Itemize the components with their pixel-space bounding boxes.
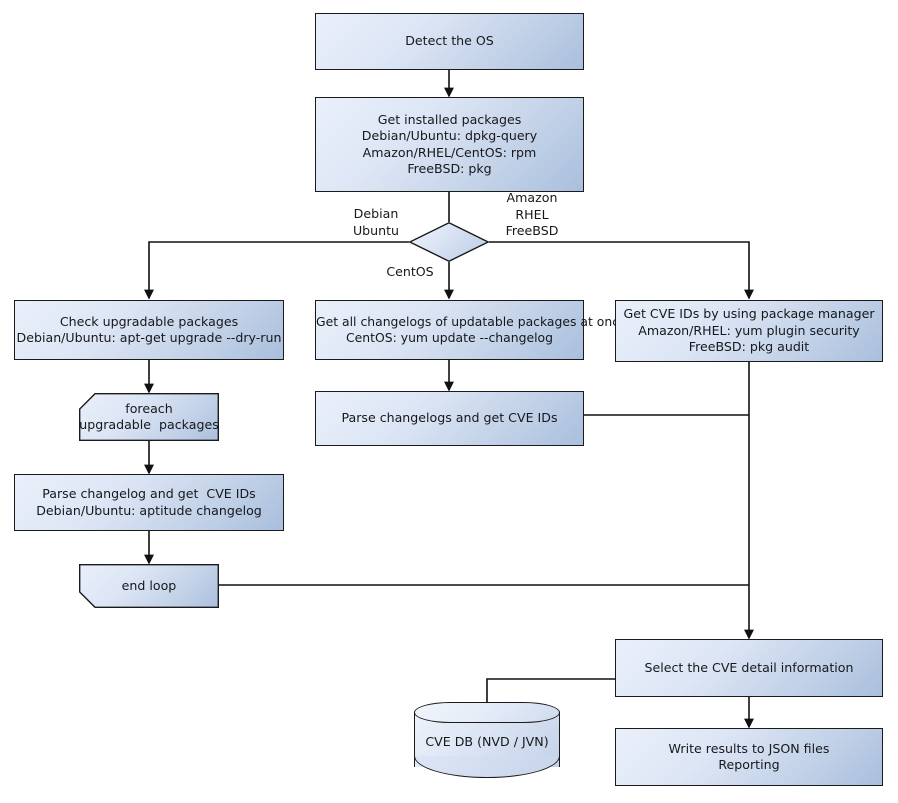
node-parse-changelogs-multi-label: Parse changelogs and get CVE IDs — [341, 410, 558, 426]
node-foreach-loop-start[interactable]: foreach upgradable packages — [79, 393, 219, 441]
edge-decision-to-pkgmgr — [489, 241, 754, 300]
loop-start-outline — [79, 393, 219, 441]
node-get-all-changelogs-label: Get all changelogs of updatable packages… — [316, 313, 627, 346]
decision-outline — [409, 222, 489, 262]
node-cve-database[interactable]: CVE DB (NVD / JVN) — [414, 702, 560, 778]
node-select-cve-detail[interactable]: Select the CVE detail information — [615, 639, 883, 697]
node-write-results-label: Write results to JSON files Reporting — [668, 740, 830, 773]
node-check-upgradable-packages-label: Check upgradable packages Debian/Ubuntu:… — [16, 313, 282, 346]
edge-decision-to-check-upgradable — [144, 241, 409, 300]
node-os-decision[interactable] — [409, 222, 489, 262]
loop-end-outline — [79, 564, 219, 608]
node-select-cve-detail-label: Select the CVE detail information — [644, 659, 854, 675]
node-check-upgradable-packages[interactable]: Check upgradable packages Debian/Ubuntu:… — [14, 300, 284, 360]
node-get-installed-packages[interactable]: Get installed packages Debian/Ubuntu: dp… — [315, 97, 584, 192]
edge-label-amazon-rhel-freebsd: Amazon RHEL FreeBSD — [505, 190, 559, 238]
cylinder-top — [414, 702, 560, 723]
node-parse-changelog-single[interactable]: Parse changelog and get CVE IDs Debian/U… — [14, 474, 284, 531]
node-get-all-changelogs[interactable]: Get all changelogs of updatable packages… — [315, 300, 627, 360]
node-detect-os-label: Detect the OS — [405, 33, 494, 49]
node-parse-changelog-single-label: Parse changelog and get CVE IDs Debian/U… — [36, 486, 262, 518]
node-foreach-loop-start-label: foreach upgradable packages — [79, 400, 219, 433]
node-get-installed-packages-label: Get installed packages Debian/Ubuntu: dp… — [361, 111, 538, 177]
node-write-results[interactable]: Write results to JSON files Reporting — [615, 728, 883, 786]
node-end-loop-label: end loop — [121, 577, 177, 593]
edge-label-debian-ubuntu: Debian Ubuntu — [352, 206, 400, 238]
loop-start-fill — [79, 393, 219, 441]
node-cve-database-label: CVE DB (NVD / JVN) — [425, 733, 549, 749]
node-get-cve-ids-package-manager[interactable]: Get CVE IDs by using package manager Ama… — [615, 300, 883, 362]
cylinder-bottom — [414, 756, 560, 778]
node-end-loop[interactable]: end loop — [79, 564, 219, 608]
edge-label-centos: CentOS — [386, 264, 434, 279]
node-get-cve-ids-package-manager-label: Get CVE IDs by using package manager Ama… — [623, 306, 875, 355]
loop-end-fill — [79, 564, 219, 608]
node-parse-changelogs-multi[interactable]: Parse changelogs and get CVE IDs — [315, 391, 584, 446]
node-detect-os[interactable]: Detect the OS — [315, 13, 584, 70]
